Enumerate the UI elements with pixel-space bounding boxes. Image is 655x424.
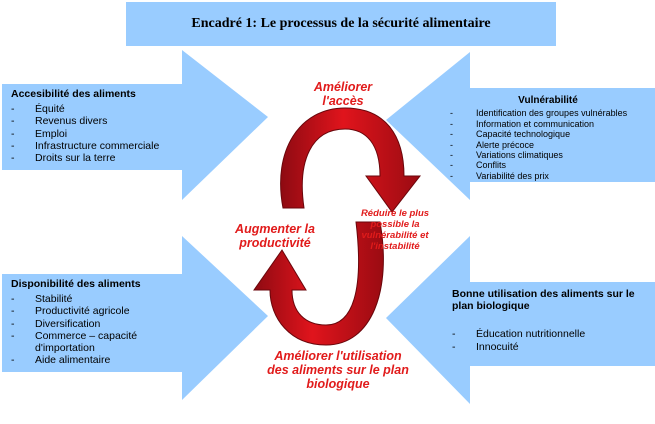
list-item: Revenus divers — [11, 115, 181, 127]
list-item: Alerte précoce — [450, 140, 646, 151]
box-disponibilite: Disponibilité des aliments Stabilité Pro… — [11, 278, 181, 367]
cycle-arrows — [253, 107, 422, 346]
list-item: Variations climatiques — [450, 150, 646, 161]
list-item: Droits sur la terre — [11, 152, 181, 164]
title-banner — [126, 2, 556, 46]
list-item: Variabilité des prix — [450, 171, 646, 182]
list-item: Information et communication — [450, 119, 646, 130]
list-item: Conflits — [450, 160, 646, 171]
cycle-label-top: Améliorer l'accès — [313, 80, 373, 108]
list-item: Équité — [11, 103, 181, 115]
arrow-utilisation — [386, 236, 655, 404]
box-accessibilite: Accesibilité des aliments Équité Revenus… — [11, 88, 181, 164]
list-item: Commerce – capacité d'importation — [11, 330, 181, 354]
list-item: Productivité agricole — [11, 305, 181, 317]
list-item: Éducation nutritionnelle — [452, 328, 648, 340]
cycle-arrow-bottom — [253, 221, 384, 346]
box-vulnerabilite: Vulnérabilité Identification des groupes… — [450, 95, 646, 182]
item-list: Stabilité Productivité agricole Diversif… — [11, 293, 181, 366]
list-item: Innocuité — [452, 341, 648, 353]
box-heading: Vulnérabilité — [518, 95, 578, 106]
cycle-arrow-top — [280, 107, 422, 213]
box-heading: Disponibilité des aliments — [11, 278, 141, 290]
list-item: Diversification — [11, 318, 181, 330]
list-item: Infrastructure commerciale — [11, 140, 181, 152]
box-utilisation: Bonne utilisation des aliments sur le pl… — [452, 288, 648, 353]
item-list: Identification des groupes vulnérables I… — [450, 108, 646, 181]
box-heading: Bonne utilisation des aliments sur le pl… — [452, 288, 635, 313]
list-item: Stabilité — [11, 293, 181, 305]
box-heading: Accesibilité des aliments — [11, 88, 136, 100]
cycle-label-right: Réduire le plus possible la vulnérabilit… — [360, 208, 430, 252]
list-item: Aide alimentaire — [11, 354, 181, 366]
item-list: Équité Revenus divers Emploi Infrastruct… — [11, 103, 181, 164]
list-item: Emploi — [11, 128, 181, 140]
list-item: Capacité technologique — [450, 129, 646, 140]
list-item: Identification des groupes vulnérables — [450, 108, 646, 119]
page-title: Encadré 1: Le processus de la sécurité a… — [191, 16, 491, 31]
item-list: Éducation nutritionnelle Innocuité — [452, 328, 648, 353]
cycle-label-left: Augmenter la productivité — [235, 222, 315, 250]
cycle-label-bottom: Améliorer l'utilisation des aliments sur… — [267, 349, 409, 391]
